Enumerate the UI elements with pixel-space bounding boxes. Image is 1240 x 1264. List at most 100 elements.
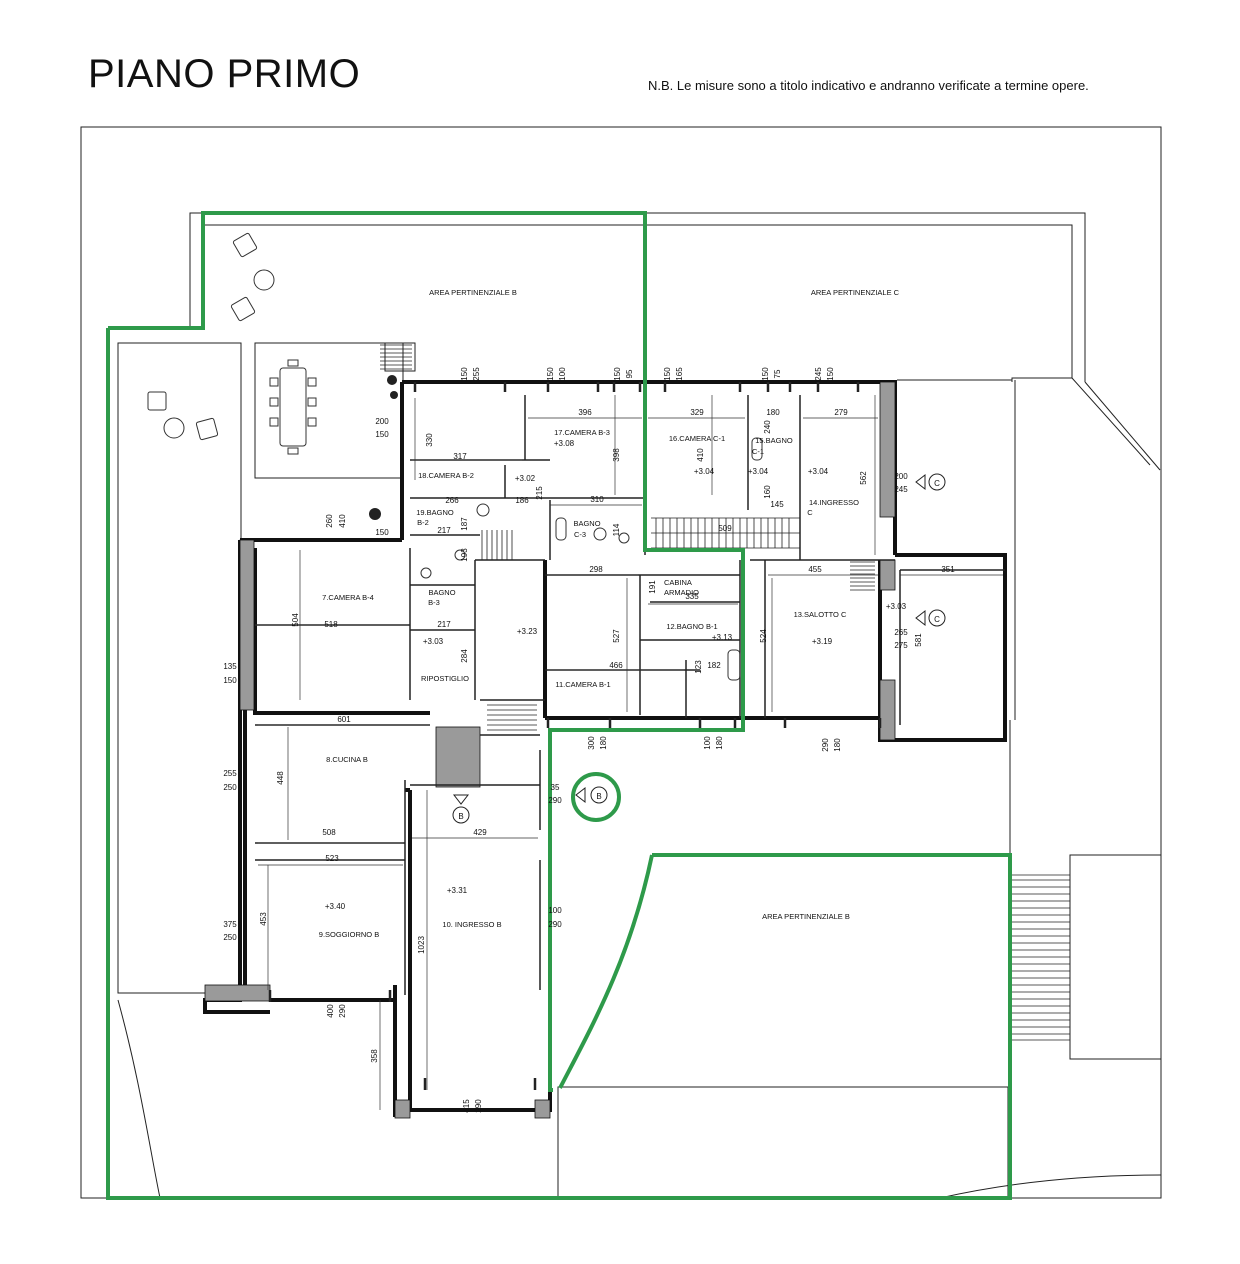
dimension-label: 75 bbox=[773, 369, 782, 378]
level-label: +3.19 bbox=[812, 637, 833, 646]
room-label: C-1 bbox=[752, 447, 764, 456]
room-label: ARMADIO bbox=[664, 588, 699, 597]
dimension-label: 123 bbox=[694, 660, 703, 674]
dimension-label: 358 bbox=[370, 1049, 379, 1063]
dimension-label: 504 bbox=[291, 613, 300, 627]
dimension-label: 523 bbox=[325, 854, 339, 863]
dimension-label: 290 bbox=[548, 920, 562, 929]
room-label: BAGNO bbox=[573, 519, 600, 528]
level-label: +3.23 bbox=[517, 627, 538, 636]
level-label: +3.03 bbox=[886, 602, 907, 611]
dimension-label: 260 bbox=[325, 514, 334, 528]
room-label: 7.CAMERA B-4 bbox=[322, 593, 374, 602]
dimension-label: 601 bbox=[337, 715, 351, 724]
dimension-label: 1023 bbox=[417, 936, 426, 954]
room-label: 17.CAMERA B-3 bbox=[554, 428, 610, 437]
room-label: 14.INGRESSO bbox=[809, 498, 859, 507]
dimension-label: 100 bbox=[558, 367, 567, 381]
level-label: +3.03 bbox=[423, 637, 444, 646]
level-label: +3.04 bbox=[694, 467, 715, 476]
dimension-label: 180 bbox=[766, 408, 780, 417]
dimension-label: 193 bbox=[460, 548, 469, 562]
dimension-label: 275 bbox=[894, 641, 908, 650]
dimension-label: 255 bbox=[223, 769, 237, 778]
dimension-label: 466 bbox=[609, 661, 623, 670]
room-label: RIPOSTIGLIO bbox=[421, 674, 469, 683]
dimension-label: 200 bbox=[894, 472, 908, 481]
dimension-label: 581 bbox=[914, 633, 923, 647]
furniture bbox=[147, 232, 763, 681]
dimension-label: 145 bbox=[770, 500, 784, 509]
level-label: +3.02 bbox=[515, 474, 536, 483]
room-labels: 17.CAMERA B-3 16.CAMERA C-1 15.BAGNO C-1… bbox=[319, 428, 859, 939]
room-label: BAGNO bbox=[428, 588, 455, 597]
room-label: 16.CAMERA C-1 bbox=[669, 434, 725, 443]
marker-c-label: C bbox=[934, 479, 940, 488]
level-label: +3.04 bbox=[808, 467, 829, 476]
dimension-label: 250 bbox=[223, 783, 237, 792]
dimension-label: 186 bbox=[515, 496, 529, 505]
dimension-label: 180 bbox=[599, 736, 608, 750]
dimension-label: 524 bbox=[759, 629, 768, 643]
room-label: 19.BAGNO bbox=[416, 508, 454, 517]
dimension-label: 453 bbox=[259, 912, 268, 926]
level-label: +3.08 bbox=[554, 439, 575, 448]
dimension-label: 527 bbox=[612, 629, 621, 643]
marker-b-label: B bbox=[596, 792, 601, 801]
dimension-label: 100 bbox=[703, 736, 712, 750]
dimension-label: 266 bbox=[445, 496, 459, 505]
dimension-label: 180 bbox=[715, 736, 724, 750]
window-marks bbox=[268, 382, 882, 1090]
dimension-label: 290 bbox=[338, 1004, 347, 1018]
plants bbox=[369, 375, 398, 520]
room-label: CABINA bbox=[664, 578, 692, 587]
stairs bbox=[380, 344, 1070, 1041]
level-label: +3.40 bbox=[325, 902, 346, 911]
level-label: +3.31 bbox=[447, 886, 468, 895]
level-labels: +3.08 +3.04 +3.04 +3.04 +3.02 +3.03 +3.2… bbox=[325, 439, 907, 911]
dimension-label: 508 bbox=[322, 828, 336, 837]
dimension-label: 509 bbox=[718, 524, 732, 533]
disclaimer-note: N.B. Le misure sono a titolo indicativo … bbox=[648, 78, 1089, 93]
dimension-label: 410 bbox=[696, 448, 705, 462]
dimension-label: 150 bbox=[613, 367, 622, 381]
page-title: PIANO PRIMO bbox=[88, 52, 361, 96]
dimension-label: 455 bbox=[808, 565, 822, 574]
room-label: 12.BAGNO B-1 bbox=[666, 622, 717, 631]
room-label: 15.BAGNO bbox=[755, 436, 793, 445]
dimension-label: 191 bbox=[648, 580, 657, 594]
dimension-label: 245 bbox=[894, 485, 908, 494]
dimension-label: 429 bbox=[473, 828, 487, 837]
room-label: 13.SALOTTO C bbox=[794, 610, 847, 619]
area-label-pertinenziale-b-top: AREA PERTINENZIALE B bbox=[429, 288, 517, 297]
room-label: C-3 bbox=[574, 530, 586, 539]
dimension-label: 150 bbox=[761, 367, 770, 381]
dimension-label: 290 bbox=[548, 796, 562, 805]
dimension-label: 265 bbox=[894, 628, 908, 637]
highlight-boundaries bbox=[106, 211, 1012, 1200]
dimension-label: 415 bbox=[462, 1099, 471, 1113]
dimension-label: 160 bbox=[763, 485, 772, 499]
marker-b-label-2: B bbox=[458, 812, 463, 821]
room-label: B-3 bbox=[428, 598, 440, 607]
marker-c-label-2: C bbox=[934, 615, 940, 624]
room-label: 9.SOGGIORNO B bbox=[319, 930, 379, 939]
area-label-pertinenziale-b-bottom: AREA PERTINENZIALE B bbox=[762, 912, 850, 921]
dimension-label: 150 bbox=[546, 367, 555, 381]
dimension-label: 448 bbox=[276, 771, 285, 785]
room-label: 10. INGRESSO B bbox=[442, 920, 501, 929]
dimension-label: 150 bbox=[375, 430, 389, 439]
dimension-label: 255 bbox=[472, 367, 481, 381]
dimension-label: 95 bbox=[625, 369, 634, 378]
dimension-label: 398 bbox=[612, 448, 621, 462]
dimension-label: 351 bbox=[941, 565, 955, 574]
section-markers bbox=[452, 473, 946, 824]
dimension-label: 410 bbox=[338, 514, 347, 528]
dimension-label: 300 bbox=[587, 736, 596, 750]
dimension-label: 396 bbox=[578, 408, 592, 417]
room-label: 18.CAMERA B-2 bbox=[418, 471, 474, 480]
dimension-label: 187 bbox=[460, 517, 469, 531]
dimension-label: 100 bbox=[548, 906, 562, 915]
dimension-label: 279 bbox=[834, 408, 848, 417]
dimension-label: 150 bbox=[375, 528, 389, 537]
